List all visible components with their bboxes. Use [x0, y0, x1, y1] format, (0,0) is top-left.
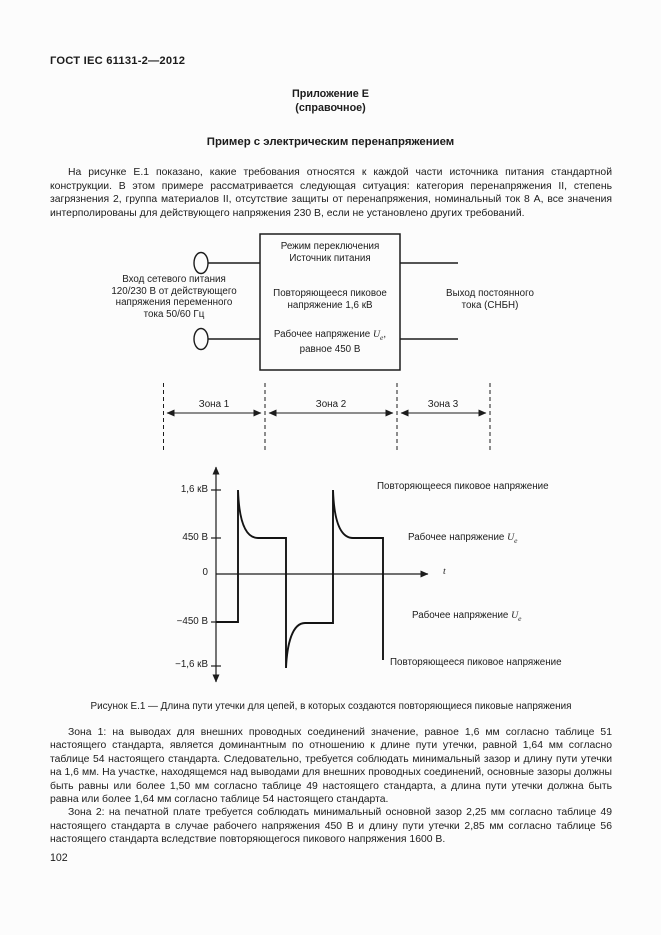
- peak-voltage-label-bottom: Повторяющееся пиковое напряжение: [390, 657, 562, 668]
- ytick-0-label: 0: [202, 567, 208, 578]
- output-label: Выход постоянного тока (СНБН): [446, 288, 534, 311]
- annex-heading: Приложение Е (справочное): [0, 88, 661, 115]
- zone2-paragraph: Зона 2: на печатной плате требуется собл…: [50, 807, 612, 846]
- zone1-paragraph: Зона 1: на выводах для внешних проводных…: [50, 727, 612, 806]
- page-number: 102: [50, 851, 68, 864]
- annex-title: Приложение Е: [291, 88, 370, 100]
- ytick-neg450v-label: −450 В: [176, 616, 208, 627]
- input-label: Вход сетевого питания 120/230 В от дейст…: [111, 274, 237, 320]
- power-supply-box: [259, 233, 401, 371]
- box-label-working-voltage: Рабочее напряжение Ue, равное 450 В: [273, 329, 387, 355]
- box-label-mode: Режим переключения Источник питания: [280, 241, 380, 264]
- zone3-label: Зона 3: [427, 399, 459, 410]
- intro-paragraph: На рисунке Е.1 показано, какие требовани…: [50, 167, 612, 219]
- ytick-neg1600v-label: −1,6 кВ: [175, 659, 208, 670]
- zone1-label: Зона 1: [198, 399, 230, 410]
- working-voltage-label-bottom: Рабочее напряжение Ue: [412, 610, 522, 623]
- standard-designation: ГОСТ IEC 61131-2—2012: [50, 55, 186, 67]
- xaxis-t-label: t: [443, 566, 446, 577]
- working-voltage-label-top: Рабочее напряжение Ue: [408, 532, 518, 545]
- section-title: Пример с электрическим перенапряжением: [206, 136, 455, 148]
- ytick-1600v-label: 1,6 кВ: [180, 484, 208, 495]
- input-terminal-top-icon: [193, 251, 209, 275]
- bottom-text-block: Рисунок Е.1 — Длина пути утечки для цепе…: [50, 701, 612, 864]
- annex-type: (справочное): [295, 101, 366, 114]
- box-label-peak-voltage: Повторяющееся пиковое напряжение 1,6 кВ: [273, 288, 387, 311]
- ytick-450v-label: 450 В: [182, 532, 208, 543]
- zone2-label: Зона 2: [315, 399, 347, 410]
- figure-caption: Рисунок Е.1 — Длина пути утечки для цепе…: [90, 701, 572, 712]
- peak-voltage-label-top: Повторяющееся пиковое напряжение: [377, 481, 549, 492]
- voltage-waveform: [216, 489, 384, 669]
- input-terminal-bottom-icon: [193, 327, 209, 351]
